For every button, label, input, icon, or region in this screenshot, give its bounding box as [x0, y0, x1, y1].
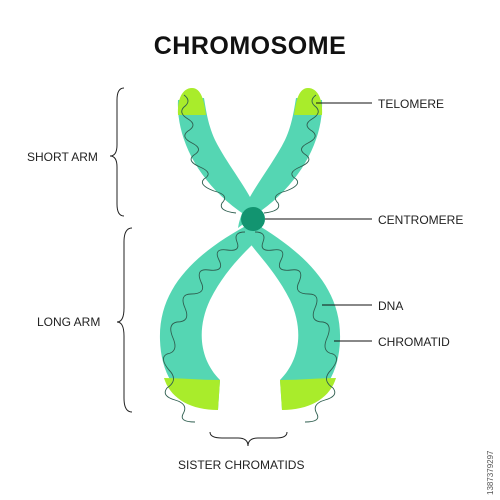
page-title: CHROMOSOME	[153, 32, 347, 60]
telomere-top-left	[177, 88, 206, 115]
telomere-bottom-right	[280, 378, 336, 410]
dna-strand-lower-left	[163, 231, 246, 423]
sister-chromatids-brace	[209, 431, 288, 447]
long-arm-right-chromatid	[244, 222, 341, 410]
telomere-label: TELOMERE	[378, 97, 445, 111]
dna-strand-lower-right	[254, 231, 337, 423]
long-arm-brace	[116, 227, 133, 413]
telomere-bottom-left	[164, 378, 220, 410]
centromere-dot	[241, 207, 265, 231]
dna-strand-upper-left	[181, 94, 237, 214]
telomere-top-right	[294, 88, 323, 115]
short-arm-label: SHORT ARM	[27, 150, 98, 164]
stock-id-text: 1387379297	[486, 450, 495, 496]
chromatid-label: CHROMATID	[378, 335, 450, 349]
dna-label: DNA	[378, 299, 404, 313]
centromere-label: CENTROMERE	[378, 213, 464, 227]
short-arm-brace	[109, 87, 125, 217]
sister-chromatids-label: SISTER CHROMATIDS	[178, 458, 305, 472]
dna-strand-upper-right	[263, 94, 319, 214]
stock-id-watermark: 1387379297	[486, 245, 498, 496]
long-arm-label: LONG ARM	[37, 315, 101, 329]
short-arm-right-chromatid	[238, 98, 323, 228]
long-arm-left-chromatid	[159, 222, 262, 410]
short-arm-left-chromatid	[177, 98, 262, 228]
